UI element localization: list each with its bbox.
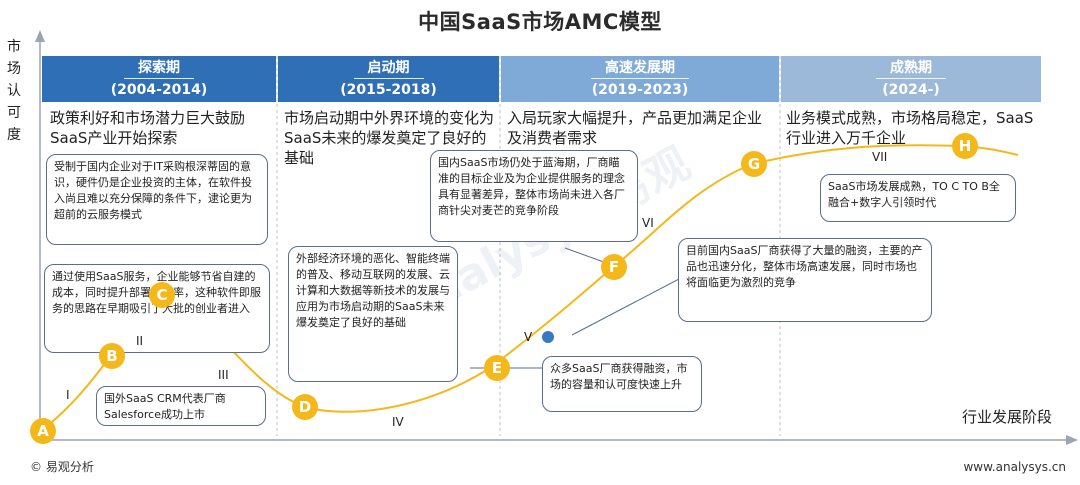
callout-current-market: 目前国内SaaS厂商获得了大量的融资，主要的产品也迅速分化，整体市场高速发展，同… bbox=[678, 238, 932, 322]
callout-maturity: SaaS市场发展成熟，TO C TO B全融合+数字人引领时代 bbox=[820, 174, 1016, 222]
stage-numeral-4: IV bbox=[392, 415, 404, 429]
marker-h: H bbox=[952, 133, 978, 159]
marker-c: C bbox=[149, 282, 175, 308]
x-axis-arrow bbox=[1066, 435, 1078, 445]
current-position-dot bbox=[542, 331, 554, 343]
phase-header-maturity: 成熟期 (2024-) bbox=[781, 56, 1041, 102]
callout-startup-environment: 外部经济环境的恶化、智能终端的普及、移动互联网的发展、云计算和大数据等新技术的发… bbox=[288, 246, 458, 382]
phase-name: 成熟期 bbox=[876, 58, 946, 79]
phase-name: 启动期 bbox=[353, 58, 424, 79]
phase-name: 高速发展期 bbox=[591, 58, 689, 79]
stage-numeral-5: V bbox=[524, 330, 533, 344]
phase-header-startup: 启动期 (2015-2018) bbox=[278, 56, 499, 102]
phase-years: (2024-) bbox=[882, 82, 940, 98]
marker-e: E bbox=[484, 355, 510, 381]
marker-f: F bbox=[601, 254, 627, 280]
marker-b: B bbox=[99, 343, 125, 369]
phase-years: (2019-2023) bbox=[591, 82, 689, 98]
phase-years: (2015-2018) bbox=[340, 82, 437, 98]
phase-desc-exploration: 政策利好和市场潜力巨大鼓励SaaS产业开始探索 bbox=[50, 109, 246, 147]
stage-numeral-3: III bbox=[218, 368, 229, 382]
source-url: www.analysys.cn bbox=[963, 460, 1066, 474]
callout-financing-growth: 众多SaaS厂商获得融资，市场的容量和认可度快速上升 bbox=[542, 356, 702, 412]
callout-blue-ocean: 国内SaaS市场仍处于蓝海期，厂商瞄准的目标企业及为企业提供服务的理念具有显著差… bbox=[430, 150, 638, 242]
y-axis-label: 市场认可度 bbox=[7, 39, 21, 143]
marker-a: A bbox=[30, 418, 56, 444]
x-axis-label: 行业发展阶段 bbox=[961, 408, 1052, 426]
callout-salesforce-ipo: 国外SaaS CRM代表厂商Salesforce成功上市 bbox=[96, 386, 266, 426]
phase-header-exploration: 探索期 (2004-2014) bbox=[42, 56, 276, 102]
marker-d: D bbox=[292, 394, 318, 420]
stage-numeral-2: II bbox=[136, 334, 144, 348]
stage-numeral-7: VII bbox=[872, 150, 888, 164]
phase-desc-startup: 市场启动期中外界环境的变化为SaaS未来的爆发奠定了良好的基础 bbox=[284, 109, 495, 167]
phase-name: 探索期 bbox=[124, 58, 194, 79]
y-axis-arrow bbox=[35, 30, 45, 42]
phase-years: (2004-2014) bbox=[110, 82, 208, 98]
phase-header-high-growth: 高速发展期 (2019-2023) bbox=[501, 56, 779, 102]
stage-numeral-6: VI bbox=[642, 216, 654, 230]
marker-g: G bbox=[741, 151, 767, 177]
callout-exploration-hardware: 受制于国内企业对于IT采购根深蒂固的意识，硬件仍是企业投资的主体，在软件投入尚且… bbox=[46, 154, 268, 245]
stage-numeral-1: I bbox=[66, 388, 70, 402]
phase-desc-high-growth: 入局玩家大幅提升，产品更加满足企业及消费者需求 bbox=[507, 109, 763, 147]
phase-desc-maturity: 业务模式成熟，市场格局稳定，SaaS行业进入万千企业 bbox=[786, 109, 1034, 147]
source-credit: © 易观分析 bbox=[30, 460, 94, 474]
callout-exploration-saas-benefit: 通过使用SaaS服务，企业能够节省自建的成本，同时提升部署的效率，这种软件即服务… bbox=[44, 264, 270, 353]
page-title: 中国SaaS市场AMC模型 bbox=[418, 10, 662, 34]
